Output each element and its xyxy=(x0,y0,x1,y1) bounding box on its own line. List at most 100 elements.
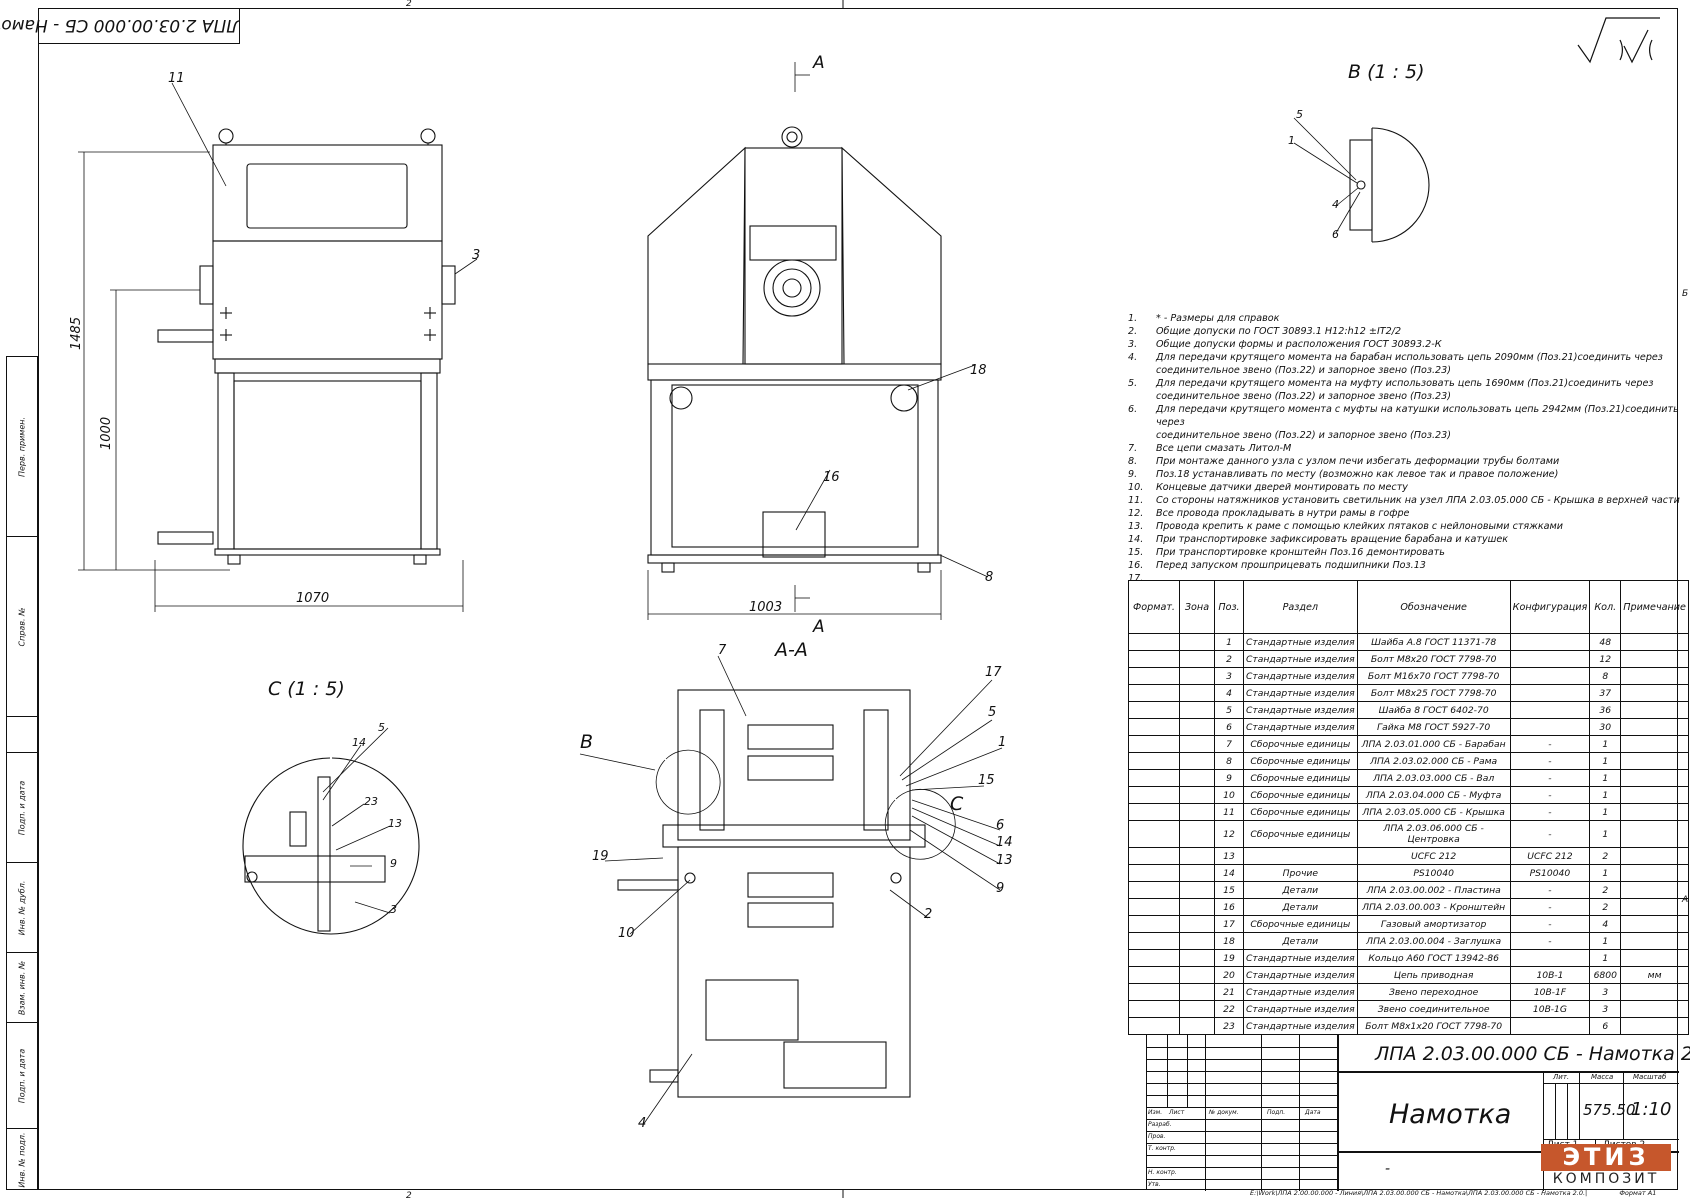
note-line: 16.Перед запуском прошприцевать подшипни… xyxy=(1128,559,1688,572)
mass-label: Масса xyxy=(1591,1073,1614,1081)
spec-cell xyxy=(1179,881,1215,899)
spec-cell xyxy=(1128,718,1180,736)
section-mark-top: А xyxy=(812,53,825,73)
strip-cell xyxy=(7,717,37,753)
spec-cell xyxy=(1128,932,1180,950)
spec-cell: - xyxy=(1509,752,1591,770)
spec-cell: 4 xyxy=(1214,684,1244,702)
spec-cell xyxy=(1179,1000,1215,1018)
spec-cell: Стандартные изделия xyxy=(1243,650,1358,668)
spec-cell: Стандартные изделия xyxy=(1243,966,1358,984)
spec-cell: 3 xyxy=(1589,1000,1622,1018)
callout-16: 16 xyxy=(823,470,840,485)
title-material: - xyxy=(1385,1161,1391,1177)
scale-value: 1:10 xyxy=(1631,1099,1672,1120)
spec-cell: 9 xyxy=(1214,769,1244,787)
note-number: 1. xyxy=(1128,313,1138,324)
spec-cell: ЛПА 2.03.04.000 СБ - Муфта xyxy=(1356,786,1511,804)
callout-7: 7 xyxy=(718,643,727,658)
spec-cell: 12 xyxy=(1589,650,1622,668)
callout-9: 9 xyxy=(996,881,1004,896)
spec-cell xyxy=(1620,803,1689,821)
spec-cell xyxy=(1509,650,1591,668)
note-line: 10.Концевые датчики дверей монтировать п… xyxy=(1128,481,1688,494)
spec-cell: Стандартные изделия xyxy=(1243,633,1358,651)
spec-cell: Прочие xyxy=(1243,864,1358,882)
spec-cell: 6800 xyxy=(1589,966,1622,984)
spec-cell: Стандартные изделия xyxy=(1243,718,1358,736)
spec-cell xyxy=(1179,752,1215,770)
spec-cell: 23 xyxy=(1214,1017,1244,1035)
side-view xyxy=(78,82,478,612)
strip-cell: Инв. № дубл. xyxy=(7,863,37,953)
note-line: 2.Общие допуски по ГОСТ 30893.1 Н12:h12 … xyxy=(1128,325,1688,338)
spec-cell xyxy=(1179,769,1215,787)
spec-cell: Стандартные изделия xyxy=(1243,684,1358,702)
spec-cell: Звено переходное xyxy=(1356,983,1511,1001)
detail-c-callout-23: 23 xyxy=(364,795,378,808)
spec-cell: Цепь приводная xyxy=(1356,966,1511,984)
spec-cell: Стандартные изделия xyxy=(1243,1000,1358,1018)
dim-width-front: 1003 xyxy=(749,600,782,615)
note-number: 16. xyxy=(1128,560,1144,571)
callout-1: 1 xyxy=(998,735,1006,750)
row-prov: Пров. xyxy=(1148,1133,1166,1140)
note-line: 3.Общие допуски формы и расположения ГОС… xyxy=(1128,338,1688,351)
spec-cell xyxy=(1620,1017,1689,1035)
spec-cell: 1 xyxy=(1589,820,1622,848)
spec-cell: 18 xyxy=(1214,932,1244,950)
spec-header: Обозначение xyxy=(1356,580,1511,634)
spec-cell: Болт М8х25 ГОСТ 7798-70 xyxy=(1356,684,1511,702)
detail-b-callout-4: 4 xyxy=(1332,198,1339,211)
spec-cell xyxy=(1128,786,1180,804)
callout-13: 13 xyxy=(996,853,1013,868)
spec-cell: 48 xyxy=(1589,633,1622,651)
lit-label: Лит. xyxy=(1553,1073,1570,1081)
spec-cell xyxy=(1128,650,1180,668)
file-path: E:\Work\ЛПА 2.00.00.000 - Линия\ЛПА 2.03… xyxy=(1250,1189,1657,1197)
spec-cell xyxy=(1179,983,1215,1001)
spec-cell: - xyxy=(1509,881,1591,899)
company-logo: ЭТИЗ КОМПОЗИТ xyxy=(1541,1144,1671,1188)
spec-cell: 6 xyxy=(1214,718,1244,736)
note-line: 17. xyxy=(1128,572,1688,585)
spec-cell xyxy=(1179,718,1215,736)
row-nkontr: Н. контр. xyxy=(1148,1169,1177,1176)
spec-cell: 37 xyxy=(1589,684,1622,702)
specification-table: Формат. Зона Поз. Раздел Обозначение Кон… xyxy=(1128,580,1689,1035)
detail-b-view xyxy=(1293,117,1430,243)
mass-value: 575.50 xyxy=(1583,1101,1636,1119)
note-text: Для передачи крутящего момента на бараба… xyxy=(1156,352,1663,363)
callout-c-letter: С xyxy=(950,793,964,815)
spec-cell xyxy=(1620,820,1689,848)
spec-cell xyxy=(1179,966,1215,984)
spec-cell: - xyxy=(1509,932,1591,950)
spec-header: Формат. xyxy=(1128,580,1180,634)
spec-cell: 13 xyxy=(1214,847,1244,865)
spec-cell: ЛПА 2.03.02.000 СБ - Рама xyxy=(1356,752,1511,770)
spec-cell xyxy=(1128,966,1180,984)
callout-11: 11 xyxy=(168,71,185,86)
spec-cell: - xyxy=(1509,786,1591,804)
detail-b-callout-6: 6 xyxy=(1332,228,1339,241)
callout-3: 3 xyxy=(472,248,480,263)
detail-c-title: С (1 : 5) xyxy=(268,678,345,700)
spec-cell: 3 xyxy=(1589,983,1622,1001)
spec-cell: - xyxy=(1509,803,1591,821)
note-number: 2. xyxy=(1128,326,1138,337)
spec-cell xyxy=(1179,820,1215,848)
spec-cell: 1 xyxy=(1589,803,1622,821)
spec-cell: Звено соединительное xyxy=(1356,1000,1511,1018)
spec-cell xyxy=(1509,684,1591,702)
spec-cell: 1 xyxy=(1589,752,1622,770)
spec-header: Примечание xyxy=(1620,580,1689,634)
strip-cell: Подп. и дата xyxy=(7,753,37,863)
note-number: 14. xyxy=(1128,534,1144,545)
note-line: 12.Все провода прокладывать в нутри рамы… xyxy=(1128,507,1688,520)
